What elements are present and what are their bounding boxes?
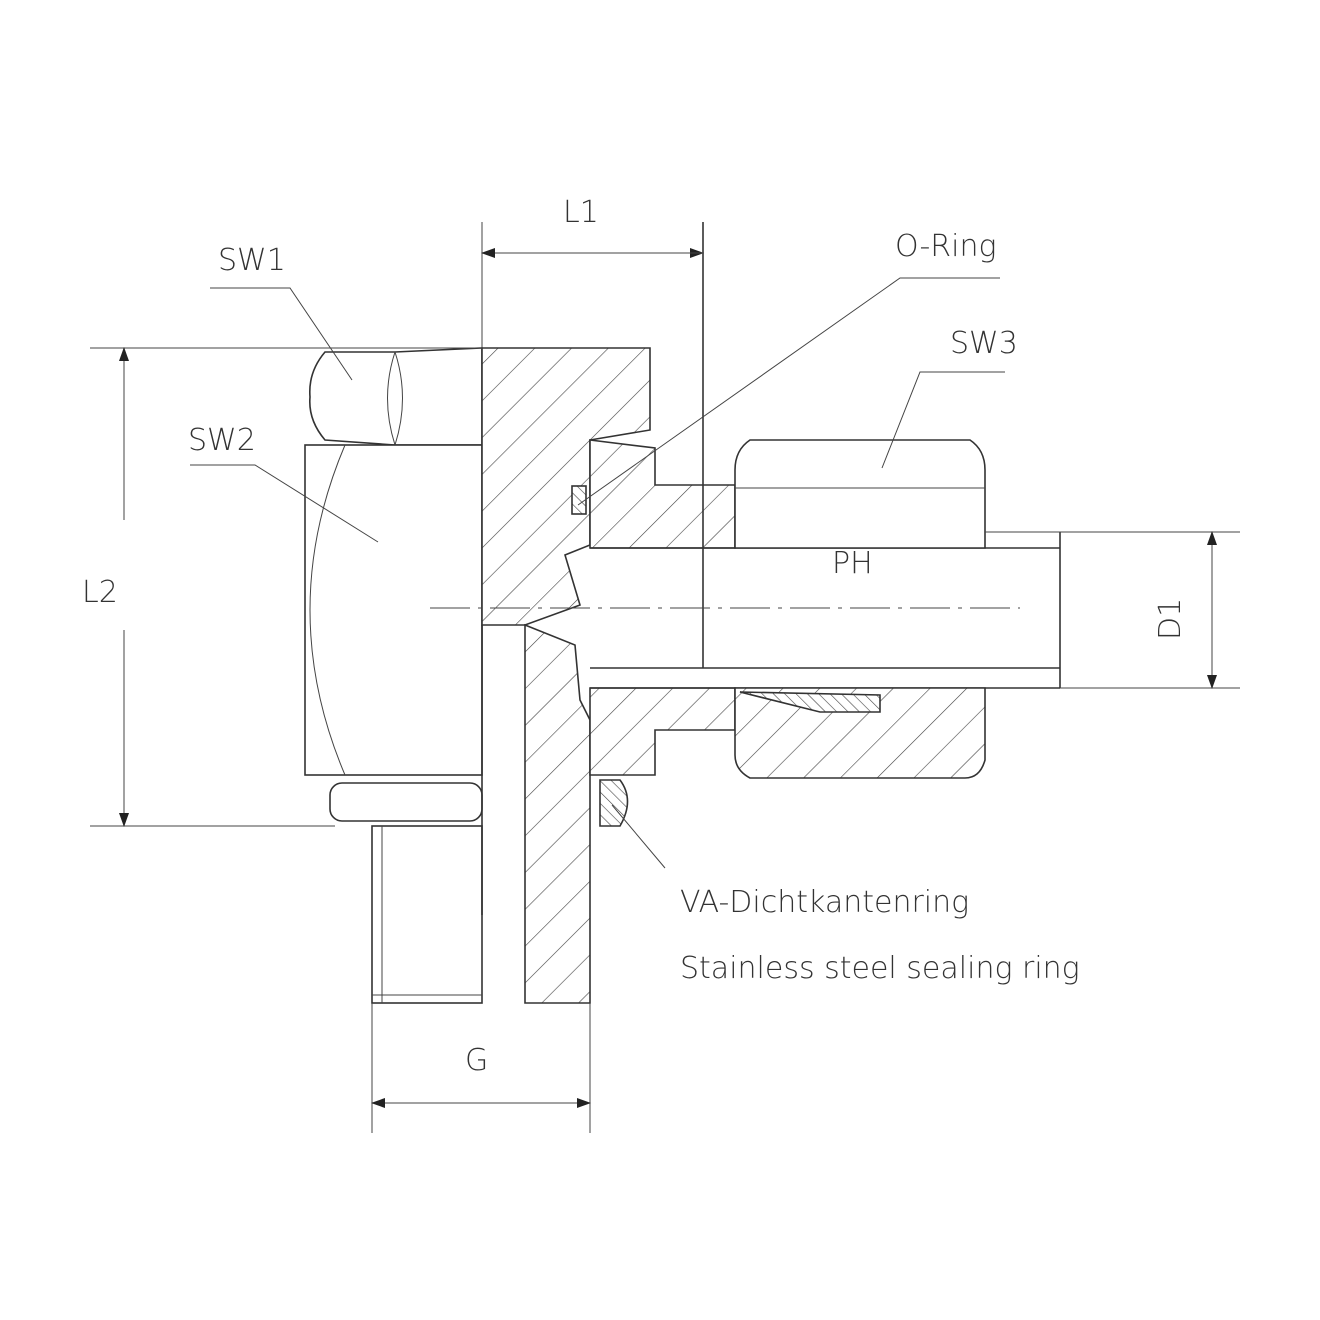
label-sw2: SW2 bbox=[188, 423, 256, 458]
dimension-l1: L1 bbox=[480, 195, 705, 348]
label-sealing-ring-en: Stainless steel sealing ring bbox=[680, 951, 1080, 986]
dimension-l2: L2 bbox=[82, 346, 482, 828]
label-sw3: SW3 bbox=[950, 326, 1018, 361]
leader-sw3 bbox=[881, 371, 1005, 469]
leader-o-ring bbox=[577, 277, 1000, 506]
leader-sealing-ring bbox=[611, 804, 666, 869]
sw1-hex bbox=[308, 347, 483, 446]
leader-sw1 bbox=[210, 287, 353, 381]
body-lower-right bbox=[589, 687, 736, 776]
leader-sw2 bbox=[190, 464, 379, 543]
dimension-d1: D1 bbox=[985, 530, 1240, 690]
label-sealing-ring-de: VA-Dichtkantenring bbox=[680, 885, 969, 920]
label-o-ring: O-Ring bbox=[895, 229, 996, 264]
label-d1: D1 bbox=[1153, 598, 1188, 640]
label-l1: L1 bbox=[563, 195, 599, 230]
label-ph: PH bbox=[832, 546, 873, 581]
label-g: G bbox=[465, 1043, 488, 1078]
sw2-body bbox=[304, 444, 483, 776]
body-lower-section bbox=[524, 623, 591, 1004]
body-right-section bbox=[589, 439, 736, 549]
thread-stem bbox=[371, 825, 483, 1004]
washer bbox=[329, 782, 483, 822]
dimension-g: G bbox=[370, 1003, 592, 1133]
label-l2: L2 bbox=[82, 575, 118, 610]
sw3-nut bbox=[734, 439, 986, 779]
label-sw1: SW1 bbox=[218, 243, 286, 278]
body-section bbox=[481, 347, 651, 626]
o-ring bbox=[571, 485, 587, 515]
